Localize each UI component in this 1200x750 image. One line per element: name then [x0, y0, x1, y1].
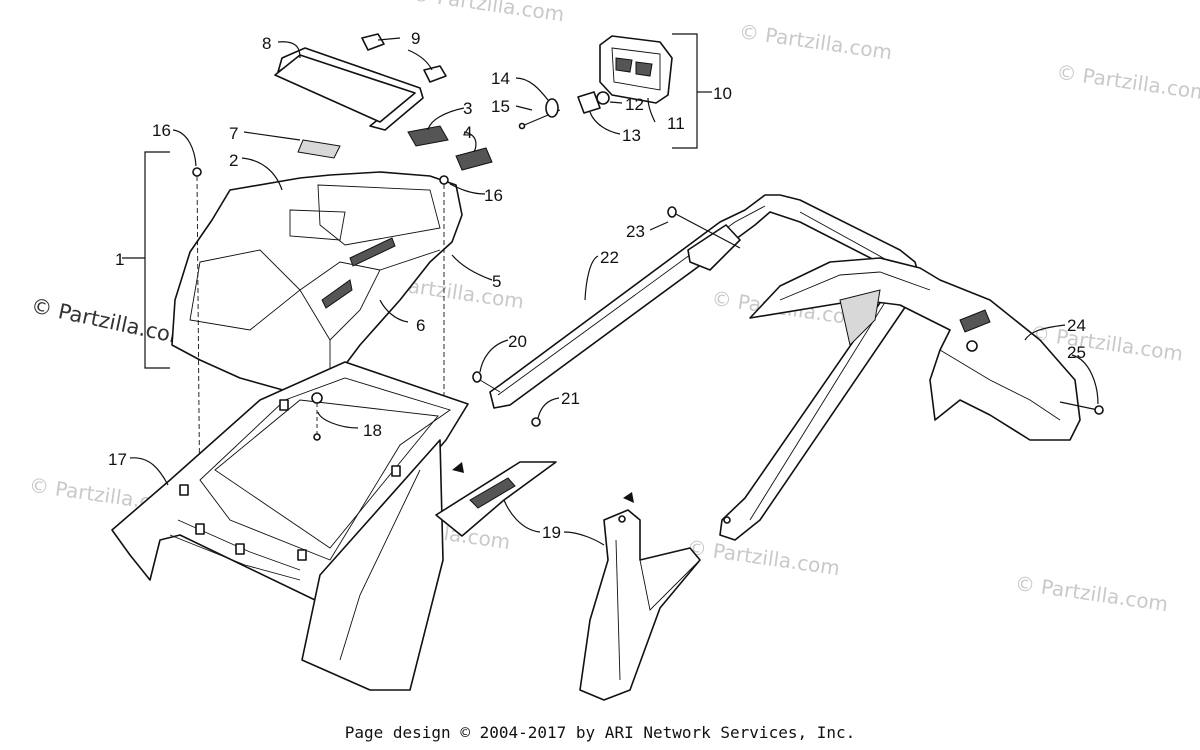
part-4-decal [455, 147, 493, 171]
watermark-large: © Partzilla.com [29, 293, 193, 350]
callout-13: 13 [622, 126, 641, 145]
callout-6: 6 [416, 316, 425, 335]
callout-4: 4 [463, 123, 472, 142]
callout-21: 21 [561, 389, 580, 408]
part-17-storage-tub [111, 361, 469, 691]
callout-12: 12 [625, 95, 644, 114]
callout-18: 18 [363, 421, 382, 440]
part-24-cover [749, 257, 1081, 441]
part-9-clips [361, 33, 447, 83]
callout-22: 22 [600, 248, 619, 267]
part-19-trim [435, 461, 701, 701]
arrow-marker [623, 492, 634, 503]
callout-14: 14 [491, 69, 510, 88]
part-18-grommet [311, 392, 323, 441]
callout-3: 3 [463, 99, 472, 118]
part-2-seat-cowl [171, 171, 463, 393]
watermark: © Partzilla.com [410, 0, 566, 26]
watermark: © Partzilla.com [1055, 60, 1200, 105]
watermark: © Partzilla.com [1013, 571, 1169, 616]
part-21-nut [531, 417, 541, 427]
watermark: © Partzilla.com [738, 19, 894, 64]
callout-16-right: 16 [484, 186, 503, 205]
callout-10: 10 [713, 84, 732, 103]
part-25-bolt [1059, 401, 1104, 415]
callout-23: 23 [626, 222, 645, 241]
watermark: © Partzilla.com [685, 535, 841, 580]
part-3-decal [407, 125, 449, 147]
callout-24: 24 [1067, 316, 1086, 335]
part-8-plate [274, 47, 424, 131]
callout-5: 5 [492, 272, 501, 291]
callout-8: 8 [262, 34, 271, 53]
part-10-taillight [518, 35, 673, 130]
leader-lines [122, 37, 1099, 546]
part-7-decal [297, 139, 341, 159]
callout-7: 7 [229, 124, 238, 143]
part-16-fasteners [192, 167, 449, 531]
arrow-marker [452, 462, 464, 473]
callout-9: 9 [411, 29, 420, 48]
callout-25: 25 [1067, 343, 1086, 362]
callout-16-left: 16 [152, 121, 171, 140]
bracket-10 [672, 33, 698, 149]
callout-17: 17 [108, 450, 127, 469]
callout-20: 20 [508, 332, 527, 351]
callout-1: 1 [115, 250, 124, 269]
callout-labels: 1 2 3 4 5 6 7 8 9 10 11 12 13 14 15 16 1… [108, 29, 1086, 542]
bracket-1 [144, 151, 170, 369]
callout-2: 2 [229, 151, 238, 170]
part-20-screw [472, 371, 501, 393]
footer-copyright: Page design © 2004-2017 by ARI Network S… [345, 723, 856, 742]
callout-11: 11 [667, 114, 685, 133]
callout-15: 15 [491, 97, 510, 116]
callout-19: 19 [542, 523, 561, 542]
part-23-bolt [667, 206, 741, 249]
part-22-grab-bar [489, 194, 921, 541]
